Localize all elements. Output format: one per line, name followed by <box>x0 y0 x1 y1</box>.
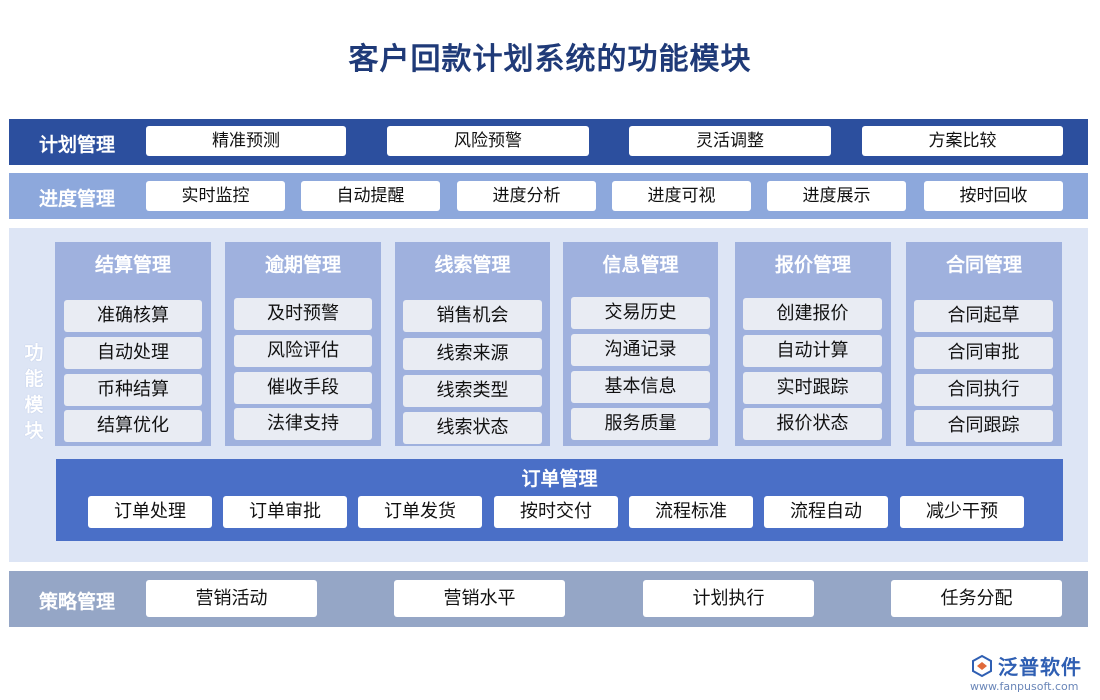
plan-item: 精准预测 <box>146 126 346 156</box>
order-item: 按时交付 <box>494 496 618 528</box>
card-item: 币种结算 <box>64 374 202 406</box>
card-item: 催收手段 <box>234 372 372 404</box>
plan-item: 方案比较 <box>862 126 1063 156</box>
progress-item: 进度可视 <box>612 181 751 211</box>
card-item: 沟通记录 <box>571 334 710 366</box>
card-item: 创建报价 <box>743 298 882 330</box>
progress-item: 实时监控 <box>146 181 285 211</box>
contract-card: 合同管理 合同起草 合同审批 合同执行 合同跟踪 <box>906 242 1062 446</box>
card-title: 合同管理 <box>945 254 1022 276</box>
info-card: 信息管理 交易历史 沟通记录 基本信息 服务质量 <box>563 242 718 446</box>
card-item: 自动处理 <box>64 337 202 369</box>
progress-item: 进度展示 <box>767 181 906 211</box>
plan-management-band: 计划管理 精准预测 风险预警 灵活调整 方案比较 <box>9 119 1088 165</box>
function-module-label: 功能模块 <box>24 342 44 442</box>
card-item: 报价状态 <box>743 408 882 440</box>
brand-logo: 泛普软件 www.fanpusoft.com <box>970 650 1095 695</box>
strategy-item: 营销活动 <box>146 580 317 617</box>
overdue-card: 逾期管理 及时预警 风险评估 催收手段 法律支持 <box>225 242 381 446</box>
plan-item: 灵活调整 <box>629 126 831 156</box>
progress-management-label: 进度管理 <box>39 188 116 210</box>
card-item: 合同执行 <box>914 374 1053 406</box>
order-item: 减少干预 <box>900 496 1024 528</box>
progress-management-band: 进度管理 实时监控 自动提醒 进度分析 进度可视 进度展示 按时回收 <box>9 173 1088 219</box>
settlement-card: 结算管理 准确核算 自动处理 币种结算 结算优化 <box>55 242 211 446</box>
plan-item: 风险预警 <box>387 126 589 156</box>
strategy-management-band: 策略管理 营销活动 营销水平 计划执行 任务分配 <box>9 571 1088 627</box>
progress-item: 自动提醒 <box>301 181 440 211</box>
lead-card: 线索管理 销售机会 线索来源 线索类型 线索状态 <box>395 242 550 446</box>
card-item: 准确核算 <box>64 300 202 332</box>
card-title: 逾期管理 <box>264 254 341 276</box>
strategy-item: 任务分配 <box>891 580 1062 617</box>
page-title: 客户回款计划系统的功能模块 <box>348 42 752 77</box>
order-item: 订单发货 <box>358 496 482 528</box>
card-title: 线索管理 <box>434 254 511 276</box>
order-item: 流程标准 <box>629 496 753 528</box>
card-item: 基本信息 <box>571 371 710 403</box>
plan-management-label: 计划管理 <box>39 134 116 156</box>
card-item: 线索来源 <box>403 338 542 370</box>
progress-item: 进度分析 <box>457 181 596 211</box>
card-item: 法律支持 <box>234 408 372 440</box>
strategy-item: 营销水平 <box>394 580 565 617</box>
card-title: 信息管理 <box>602 254 679 276</box>
fanpu-logo-icon <box>972 654 992 678</box>
order-item: 订单处理 <box>88 496 212 528</box>
card-item: 风险评估 <box>234 335 372 367</box>
order-management-title: 订单管理 <box>521 468 598 490</box>
order-management-box: 订单管理 订单处理 订单审批 订单发货 按时交付 流程标准 流程自动 减少干预 <box>56 459 1063 541</box>
card-item: 实时跟踪 <box>743 372 882 404</box>
function-module-band: 功能模块 结算管理 准确核算 自动处理 币种结算 结算优化 逾期管理 及时预警 … <box>9 228 1088 562</box>
card-item: 交易历史 <box>571 297 710 329</box>
brand-url: www.fanpusoft.com <box>970 680 1079 693</box>
card-title: 报价管理 <box>774 254 851 276</box>
card-item: 销售机会 <box>403 300 542 332</box>
card-item: 及时预警 <box>234 298 372 330</box>
quotation-card: 报价管理 创建报价 自动计算 实时跟踪 报价状态 <box>735 242 891 446</box>
card-item: 服务质量 <box>571 408 710 440</box>
card-title: 结算管理 <box>94 254 171 276</box>
card-item: 合同起草 <box>914 300 1053 332</box>
brand-name: 泛普软件 <box>998 655 1082 679</box>
card-item: 结算优化 <box>64 410 202 442</box>
strategy-management-label: 策略管理 <box>39 591 116 613</box>
progress-item: 按时回收 <box>924 181 1063 211</box>
card-item: 线索状态 <box>403 412 542 444</box>
card-item: 自动计算 <box>743 335 882 367</box>
card-item: 合同审批 <box>914 337 1053 369</box>
strategy-item: 计划执行 <box>643 580 814 617</box>
order-item: 订单审批 <box>223 496 347 528</box>
card-item: 合同跟踪 <box>914 410 1053 442</box>
card-item: 线索类型 <box>403 375 542 407</box>
order-item: 流程自动 <box>764 496 888 528</box>
